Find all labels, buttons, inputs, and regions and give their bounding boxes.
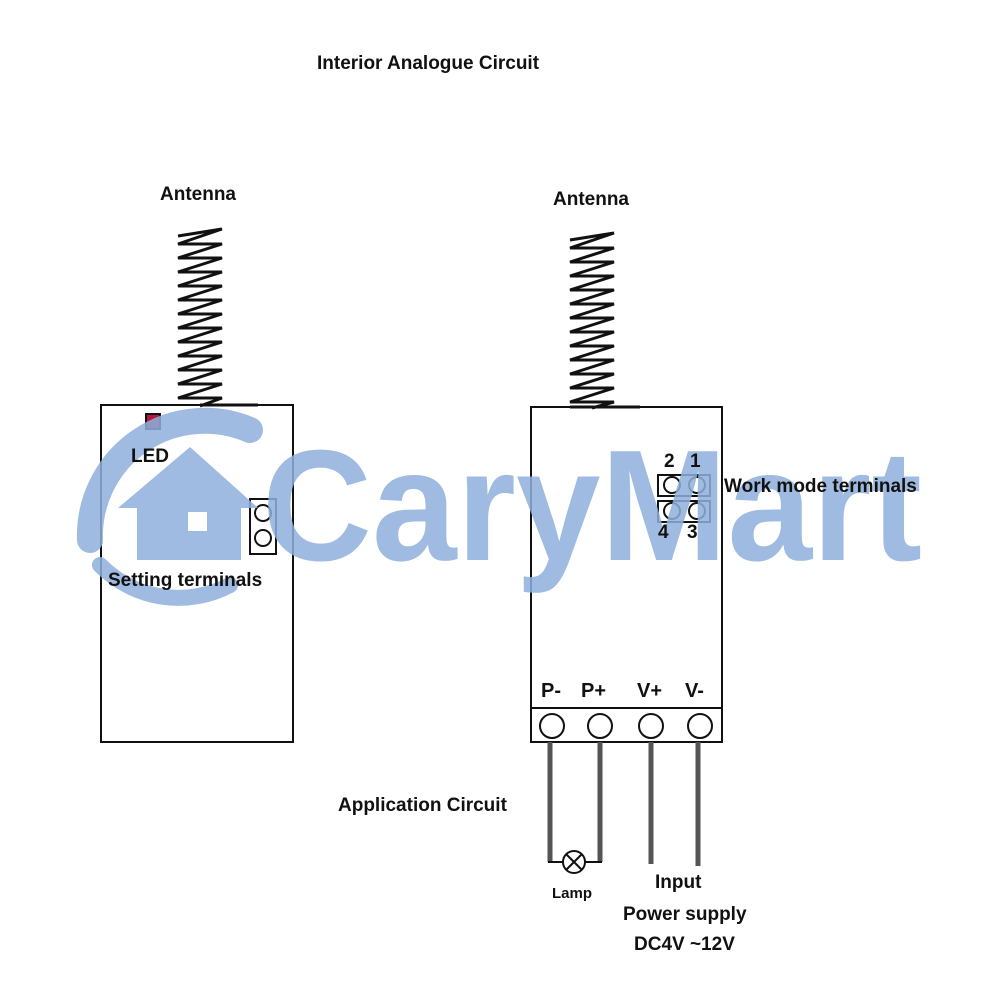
work-mode-pin-3 [688,502,706,520]
watermark-house-icon [118,447,258,560]
voltage-label: DC4V ~12V [634,934,735,955]
input-label: Input [655,872,702,893]
terminal-label-p-minus: P- [541,680,561,702]
watermark-swoosh-lower [92,557,238,606]
power-supply-label: Power supply [623,904,747,925]
pin-label-1: 1 [690,451,701,472]
lamp-icon [562,850,586,874]
left-antenna-coil [177,227,223,408]
work-mode-pin-4 [663,502,681,520]
terminal-label-v-plus: V+ [637,680,663,702]
terminal-p-minus [539,713,565,739]
watermark-swoosh [76,407,263,553]
pin-label-3: 3 [687,522,698,543]
led-label: LED [131,446,169,467]
work-mode-pin-2 [663,476,681,494]
terminal-label-p-plus: P+ [581,680,607,702]
page-title: Interior Analogue Circuit [317,53,540,74]
setting-terminal-top [254,504,272,522]
terminal-v-minus [687,713,713,739]
right-antenna-coil [569,231,615,410]
left-antenna-label: Antenna [160,184,236,205]
application-circuit-label: Application Circuit [338,795,507,816]
setting-terminal-bottom [254,529,272,547]
setting-terminals-label: Setting terminals [108,570,263,591]
pin-label-4: 4 [658,522,669,543]
pin-label-2: 2 [664,451,675,472]
terminal-p-plus [587,713,613,739]
watermark-text: CaryMart [262,418,922,594]
work-mode-pin-1 [688,476,706,494]
terminal-v-plus [638,713,664,739]
carymart-watermark: CaryMart [76,407,922,606]
right-antenna-label: Antenna [553,189,629,210]
lamp-label: Lamp [552,885,593,902]
terminal-label-v-minus: V- [685,680,704,702]
work-mode-terminals-label: Work mode terminals [724,476,917,497]
